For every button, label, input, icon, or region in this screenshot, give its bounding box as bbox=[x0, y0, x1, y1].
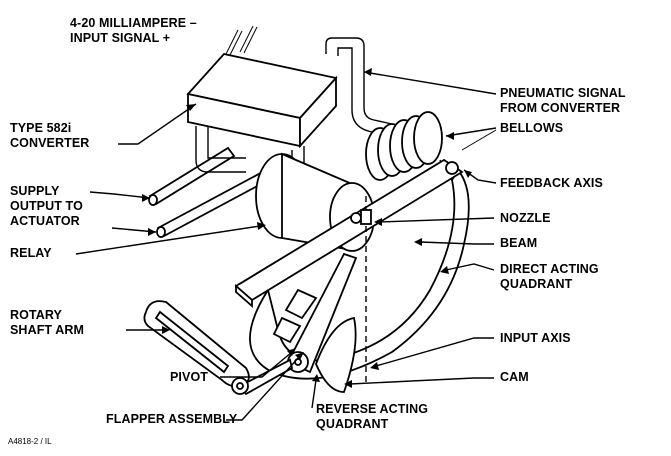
label-pneumatic-signal-line2: FROM CONVERTER bbox=[500, 101, 621, 115]
label-pivot: PIVOT bbox=[170, 370, 208, 385]
label-converter-line2: CONVERTER bbox=[10, 136, 90, 150]
figure-id: A4818-2 / IL bbox=[8, 437, 52, 446]
label-direct-acting-line1: DIRECT ACTING bbox=[500, 262, 599, 276]
label-feedback-axis: FEEDBACK AXIS bbox=[500, 176, 603, 191]
rotary-shaft-arm bbox=[143, 300, 294, 396]
label-rotary-shaft-arm-line1: ROTARY bbox=[10, 308, 62, 322]
label-cam: CAM bbox=[500, 370, 529, 385]
label-nozzle-line1: NOZZLE bbox=[500, 211, 551, 225]
label-feedback-axis-line1: FEEDBACK AXIS bbox=[500, 176, 603, 190]
label-reverse-acting-quadrant: REVERSE ACTING QUADRANT bbox=[316, 402, 428, 432]
label-supply-output: SUPPLY OUTPUT TO ACTUATOR bbox=[10, 184, 83, 229]
label-nozzle: NOZZLE bbox=[500, 211, 551, 226]
label-converter: TYPE 582i CONVERTER bbox=[10, 121, 89, 151]
label-rotary-shaft-arm-line2: SHAFT ARM bbox=[10, 323, 85, 337]
bellows bbox=[365, 111, 447, 181]
label-beam-line1: BEAM bbox=[500, 236, 538, 250]
label-relay: RELAY bbox=[10, 246, 52, 261]
beam bbox=[234, 129, 497, 308]
signal-wires bbox=[224, 25, 258, 58]
label-rotary-shaft-arm: ROTARY SHAFT ARM bbox=[10, 308, 84, 338]
label-bellows-line1: BELLOWS bbox=[500, 121, 564, 135]
label-actuator-line: ACTUATOR bbox=[10, 214, 80, 228]
label-reverse-acting-line2: QUADRANT bbox=[316, 417, 389, 431]
nozzle-and-axis bbox=[360, 196, 372, 384]
label-converter-line1: TYPE 582i bbox=[10, 121, 72, 135]
label-pivot-line1: PIVOT bbox=[170, 370, 209, 384]
label-supply-line: SUPPLY bbox=[10, 184, 60, 198]
cam bbox=[315, 316, 357, 393]
converter-box bbox=[186, 53, 338, 149]
label-bellows: BELLOWS bbox=[500, 121, 563, 136]
label-output-to-line: OUTPUT TO bbox=[10, 199, 83, 213]
label-pneumatic-signal: PNEUMATIC SIGNAL FROM CONVERTER bbox=[500, 86, 626, 116]
label-beam: BEAM bbox=[500, 236, 537, 251]
label-input-axis-line1: INPUT AXIS bbox=[500, 331, 571, 345]
label-reverse-acting-line1: REVERSE ACTING bbox=[316, 402, 429, 416]
label-input-axis: INPUT AXIS bbox=[500, 331, 571, 346]
label-input-signal-line1: 4-20 MILLIAMPERE – bbox=[70, 16, 197, 30]
label-pneumatic-signal-line1: PNEUMATIC SIGNAL bbox=[500, 86, 626, 100]
pneumatic-tubing bbox=[325, 37, 393, 135]
label-direct-acting-line2: QUADRANT bbox=[500, 277, 573, 291]
label-input-signal-line2: INPUT SIGNAL + bbox=[70, 31, 171, 45]
flapper-assembly bbox=[272, 252, 358, 374]
label-relay-line1: RELAY bbox=[10, 246, 52, 260]
label-direct-acting-quadrant: DIRECT ACTING QUADRANT bbox=[500, 262, 599, 292]
leader-lines bbox=[75, 68, 497, 421]
label-input-signal: 4-20 MILLIAMPERE – INPUT SIGNAL + bbox=[70, 16, 197, 46]
label-cam-line1: CAM bbox=[500, 370, 529, 384]
label-flapper-assembly: FLAPPER ASSEMBLY bbox=[106, 412, 237, 427]
label-flapper-assembly-line1: FLAPPER ASSEMBLY bbox=[106, 412, 238, 426]
